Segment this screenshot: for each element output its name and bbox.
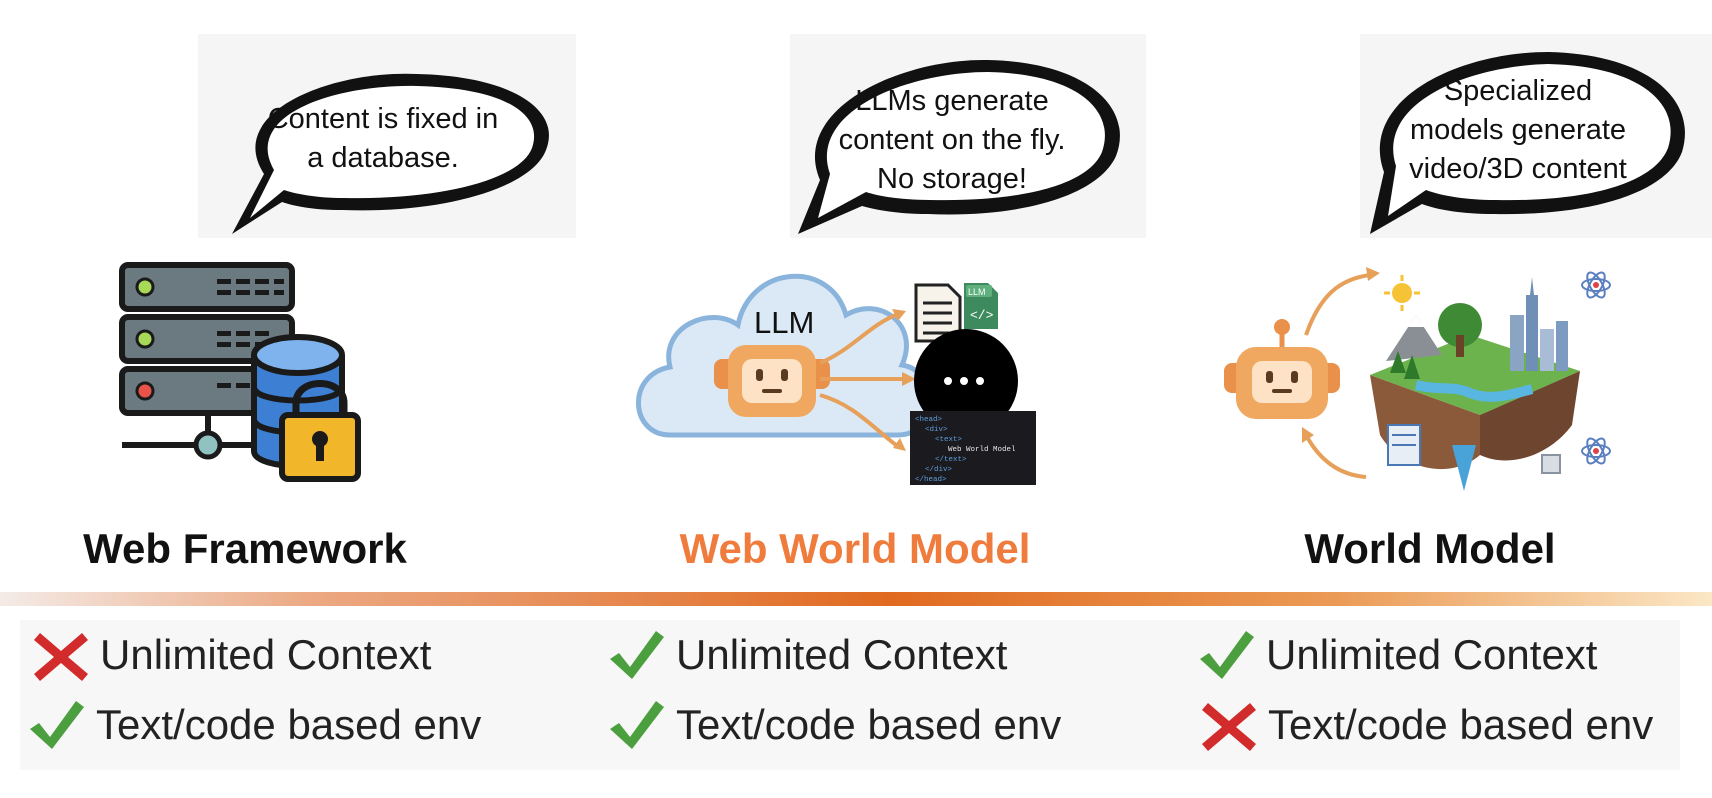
- feature-row-unlimited-context: Unlimited Context: [1196, 625, 1597, 685]
- bubble-text-2: LLMs generate content on the fly. No sto…: [812, 82, 1092, 199]
- code-file-badge: LLM: [968, 287, 986, 297]
- features-panel: [20, 620, 1680, 770]
- feature-label: Unlimited Context: [676, 631, 1008, 678]
- bubble-line: video/3D content: [1409, 153, 1627, 185]
- speech-bubble-3: [1370, 52, 1685, 234]
- bubble-line: content on the fly.: [838, 124, 1066, 156]
- code-line: </head>: [915, 476, 947, 484]
- code-line: <head>: [915, 416, 943, 424]
- check-icon: [1196, 627, 1258, 683]
- code-brackets-icon: </>: [970, 308, 994, 323]
- speech-bubble-1: [232, 73, 549, 234]
- column-title-web-framework: Web Framework: [83, 525, 407, 572]
- bubble-line: models generate: [1409, 114, 1627, 146]
- feature-row-unlimited-context: Unlimited Context: [30, 625, 431, 685]
- speech-bubble-2: [798, 59, 1120, 234]
- llm-cloud-icon: LLM LLM </>: [636, 273, 1036, 485]
- bubble-line: LLMs generate: [855, 85, 1049, 117]
- bubble-text-1: Content is fixed in a database.: [238, 100, 528, 178]
- feature-label: Text/code based env: [676, 701, 1062, 748]
- feature-label: Unlimited Context: [100, 631, 432, 678]
- column-title-web-world-model: Web World Model: [679, 525, 1031, 572]
- feature-row-text-code-env: Text/code based env: [1198, 695, 1653, 755]
- server-database-lock-icon: [119, 262, 361, 482]
- code-line: <div>: [925, 426, 948, 434]
- code-line: </div>: [925, 466, 953, 474]
- bubble-line: No storage!: [877, 163, 1027, 195]
- check-icon: [606, 627, 668, 683]
- feature-label: Unlimited Context: [1266, 631, 1598, 678]
- feature-row-unlimited-context: Unlimited Context: [606, 625, 1007, 685]
- check-icon: [26, 697, 88, 753]
- bubble-line: Specialized: [1443, 75, 1593, 107]
- bubble-line: Content is fixed in: [267, 103, 499, 135]
- column-title-world-model: World Model: [1304, 525, 1556, 572]
- cloud-label: LLM: [754, 305, 814, 340]
- code-line: <text>: [935, 436, 963, 444]
- feature-label: Text/code based env: [96, 701, 482, 748]
- bubble-line: a database.: [307, 142, 459, 174]
- cross-icon: [1198, 697, 1260, 753]
- gradient-divider: [0, 592, 1712, 606]
- code-line: </text>: [935, 456, 967, 464]
- feature-row-text-code-env: Text/code based env: [606, 695, 1061, 755]
- check-icon: [606, 697, 668, 753]
- cross-icon: [30, 627, 92, 683]
- feature-row-text-code-env: Text/code based env: [26, 695, 481, 755]
- feature-label: Text/code based env: [1268, 701, 1654, 748]
- bubble-text-3: Specialized models generate video/3D con…: [1378, 72, 1658, 189]
- code-line: Web World Model: [948, 446, 1016, 454]
- robot-3d-world-icon: [1224, 267, 1611, 491]
